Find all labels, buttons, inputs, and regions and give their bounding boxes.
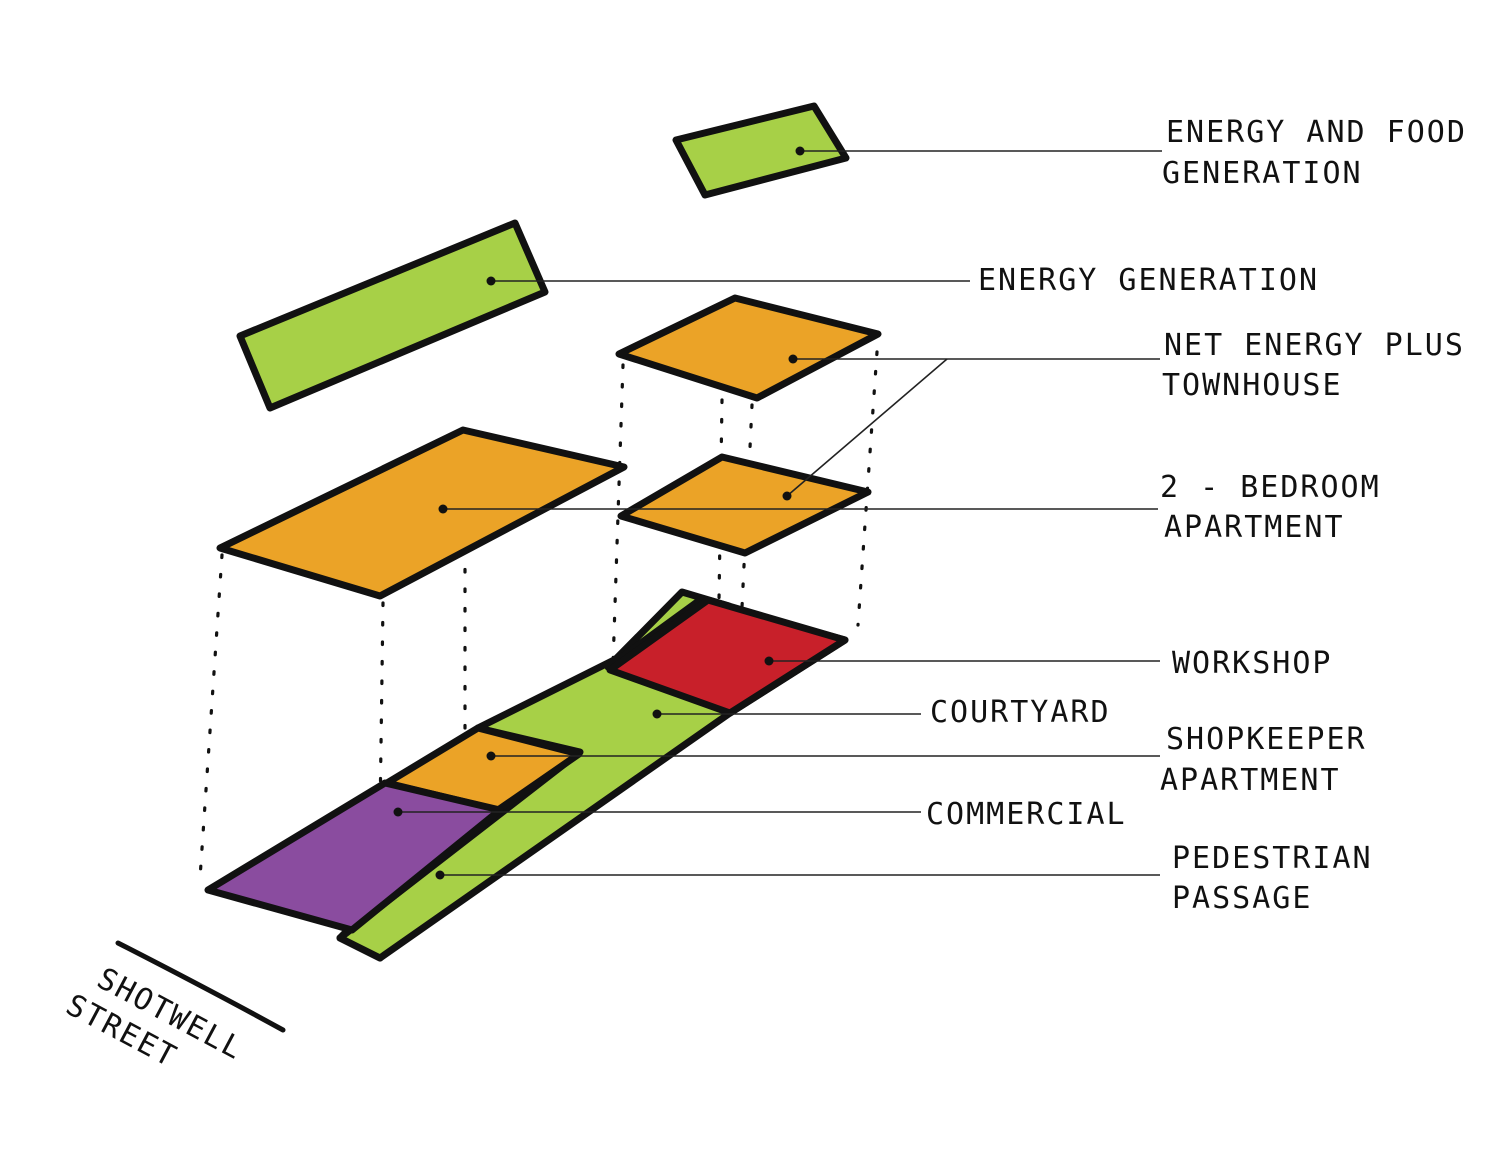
label-workshop: WORKSHOP	[1172, 646, 1333, 681]
commercial-plate	[204, 779, 504, 934]
label-street: SHOTWELL STREET	[60, 954, 267, 1110]
label-shopkeeper-apartment: SHOPKEEPER APARTMENT	[1160, 722, 1387, 798]
label-commercial: COMMERCIAL	[926, 797, 1127, 832]
workshop-plate	[606, 596, 849, 717]
upper-level	[236, 102, 882, 412]
label-net-energy-plus-townhouse: NET ENERGY PLUS TOWNHOUSE	[1162, 328, 1485, 403]
label-two-bedroom-apartment: 2 - BEDROOM APARTMENT	[1160, 470, 1401, 545]
ground-level	[204, 588, 849, 962]
leader-lines	[398, 150, 1162, 876]
leader-dots	[393, 146, 805, 880]
label-pedestrian-passage: PEDESTRIAN PASSAGE	[1172, 841, 1393, 916]
label-energy-and-food-generation: ENERGY AND FOOD GENERATION	[1162, 115, 1487, 191]
energy-generation-plate	[236, 219, 549, 412]
townhouse-plate	[615, 294, 882, 402]
street-marker: SHOTWELL STREET	[60, 940, 286, 1110]
labels: ENERGY AND FOOD GENERATION ENERGY GENERA…	[926, 115, 1487, 916]
energy-and-food-generation-plate	[672, 102, 850, 199]
two-bedroom-apartment-plate-small	[617, 453, 872, 557]
two-bedroom-apartment-plate-large	[216, 426, 628, 600]
label-energy-generation: ENERGY GENERATION	[978, 263, 1319, 298]
middle-level	[216, 426, 872, 600]
label-courtyard: COURTYARD	[930, 695, 1111, 730]
